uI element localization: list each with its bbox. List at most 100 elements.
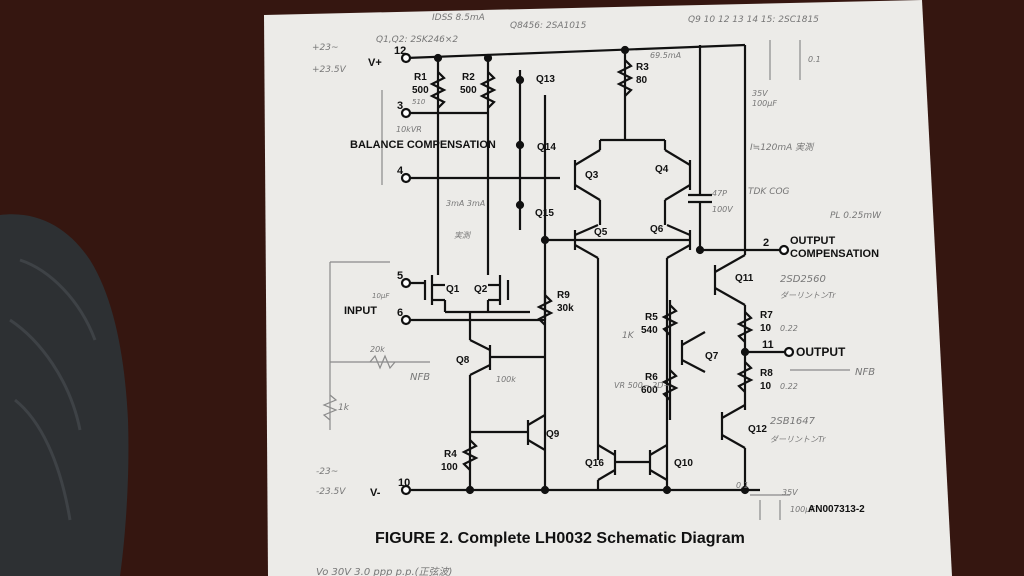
note-current-meas: 3mA 3mA (446, 199, 485, 208)
pin-12-label: V+ (368, 57, 382, 69)
note-vr10k: 10kVR (396, 125, 422, 134)
pin-5-number: 5 (397, 270, 403, 282)
pin-4-number: 4 (397, 165, 404, 177)
balance-label: BALANCE COMPENSATION (350, 139, 496, 151)
note-cap-47p: 47P (712, 189, 727, 198)
q8-label: Q8 (456, 355, 470, 366)
note-current-meas-2: 実測 (454, 231, 472, 240)
r8-value: 10 (760, 381, 772, 392)
r8-name: R8 (760, 368, 773, 379)
r9-zigzag (536, 294, 554, 326)
handwritten-notes: +23~ +23.5V -23~ -23.5V IDSS 8.5mA Q1,Q2… (312, 13, 882, 576)
note-r7-new: 0.22 (780, 324, 798, 333)
q7-label: Q7 (705, 351, 719, 362)
note-vr500: VR 500~ 2D~ (614, 381, 670, 390)
r1-zigzag (429, 71, 447, 109)
paper-sheet (264, 0, 952, 576)
r3-name: R3 (636, 62, 649, 73)
note-cap-0.1-bottom: 0.1 (736, 481, 749, 490)
note-q11-part: 2SD2560 (780, 274, 826, 285)
q15-label: Q15 (535, 208, 554, 219)
note-q12-part: 2SB1647 (770, 416, 816, 427)
q2-label: Q2 (474, 284, 488, 295)
r2-value: 500 (460, 85, 477, 96)
pin-11-number: 11 (762, 339, 774, 351)
note-tdk: TDK COG (748, 187, 790, 197)
note-100k: 100k (496, 375, 516, 384)
vplus-rail (405, 43, 746, 60)
pencil-additions (322, 40, 850, 520)
note-cap-0.1-top: 0.1 (808, 55, 821, 64)
note-nfb-right: NFB (855, 367, 875, 378)
note-q1q2: Q1,Q2: 2SK246×2 (376, 35, 458, 45)
r4-value: 100 (441, 462, 458, 473)
q10-label: Q10 (674, 458, 693, 469)
q6-label: Q6 (650, 224, 664, 235)
q16-label: Q16 (585, 458, 604, 469)
q11-label: Q11 (735, 273, 754, 284)
pin-2-number: 2 (763, 237, 769, 249)
r2-name: R2 (462, 72, 475, 83)
note-q12-type: ダーリントンTr (770, 435, 826, 444)
note-supply-pos-1: +23~ (312, 43, 339, 53)
note-510: 510 (412, 98, 426, 106)
r7-zigzag (736, 311, 754, 343)
note-20k: 20k (370, 345, 385, 354)
note-1k: 1k (338, 403, 350, 413)
r2-zigzag (479, 71, 497, 109)
note-q9: Q9 10 12 13 14 15: 2SC1815 (688, 15, 819, 25)
r4-name: R4 (444, 449, 457, 460)
output-comp-label-1: OUTPUT (790, 235, 836, 247)
q13-label: Q13 (536, 74, 555, 85)
r7-value: 10 (760, 323, 772, 334)
note-cap-35v-bottom: 35V (782, 488, 798, 497)
q3-label: Q3 (585, 170, 599, 181)
fabric-folds (9, 258, 97, 521)
r1-name: R1 (414, 72, 427, 83)
note-r3-current: 69.5mA (650, 51, 681, 60)
note-cap-100uf-bottom: 100μF (790, 505, 815, 514)
q4-label: Q4 (655, 164, 669, 175)
note-q11-type: ダーリントンTr (780, 291, 836, 300)
pin-12-number: 12 (394, 45, 406, 57)
input-label: INPUT (344, 305, 377, 317)
schematic-diagram (400, 43, 795, 496)
note-supply-neg-1: -23~ (316, 467, 338, 477)
pin-6-number: 6 (397, 307, 403, 319)
note-cap-10u: 10μF (372, 292, 390, 300)
note-nfb-left: NFB (410, 372, 430, 383)
r5-value: 540 (641, 325, 658, 336)
note-cap-35v-top: 35V (752, 89, 768, 98)
q5-label: Q5 (594, 227, 608, 238)
pin-3-number: 3 (397, 100, 403, 112)
r6-value: 600 (641, 385, 658, 396)
q14-label: Q14 (537, 142, 556, 153)
note-r5: 1K (622, 331, 635, 341)
q1-label: Q1 (446, 284, 460, 295)
r7-name: R7 (760, 310, 773, 321)
note-r8-new: 0.22 (780, 382, 798, 391)
note-bottom: Vo 30V 3.0 ppp p.p.(正弦波) (316, 566, 452, 576)
pin-labels: 12 V+ 3 4 5 6 2 11 OUTPUT 10 V- BALANCE … (344, 45, 879, 499)
component-labels: R1 500 R2 500 R3 80 R9 30k R4 100 R5 540… (412, 62, 773, 473)
note-cap-100uf-top: 100μF (752, 99, 777, 108)
pin-10-number: 10 (398, 477, 410, 489)
note-q8456: Q8456: 2SA1015 (510, 21, 587, 31)
note-pl: PL 0.25mW (830, 211, 882, 221)
q12-label: Q12 (748, 424, 767, 435)
r8-zigzag (736, 361, 754, 393)
r6-name: R6 (645, 372, 658, 383)
figure-code: AN007313-2 (808, 504, 865, 515)
r9-name: R9 (557, 290, 570, 301)
r5-name: R5 (645, 312, 658, 323)
pin-11-label: OUTPUT (796, 345, 846, 359)
pin-10-label: V- (370, 487, 381, 499)
note-cap-100v: 100V (712, 205, 733, 214)
r1-value: 500 (412, 85, 429, 96)
figure-caption: FIGURE 2. Complete LH0032 Schematic Diag… (375, 530, 745, 547)
q9-label: Q9 (546, 429, 560, 440)
r9-value: 30k (557, 303, 574, 314)
note-idss: IDSS 8.5mA (432, 13, 485, 23)
output-comp-label-2: COMPENSATION (790, 248, 879, 260)
